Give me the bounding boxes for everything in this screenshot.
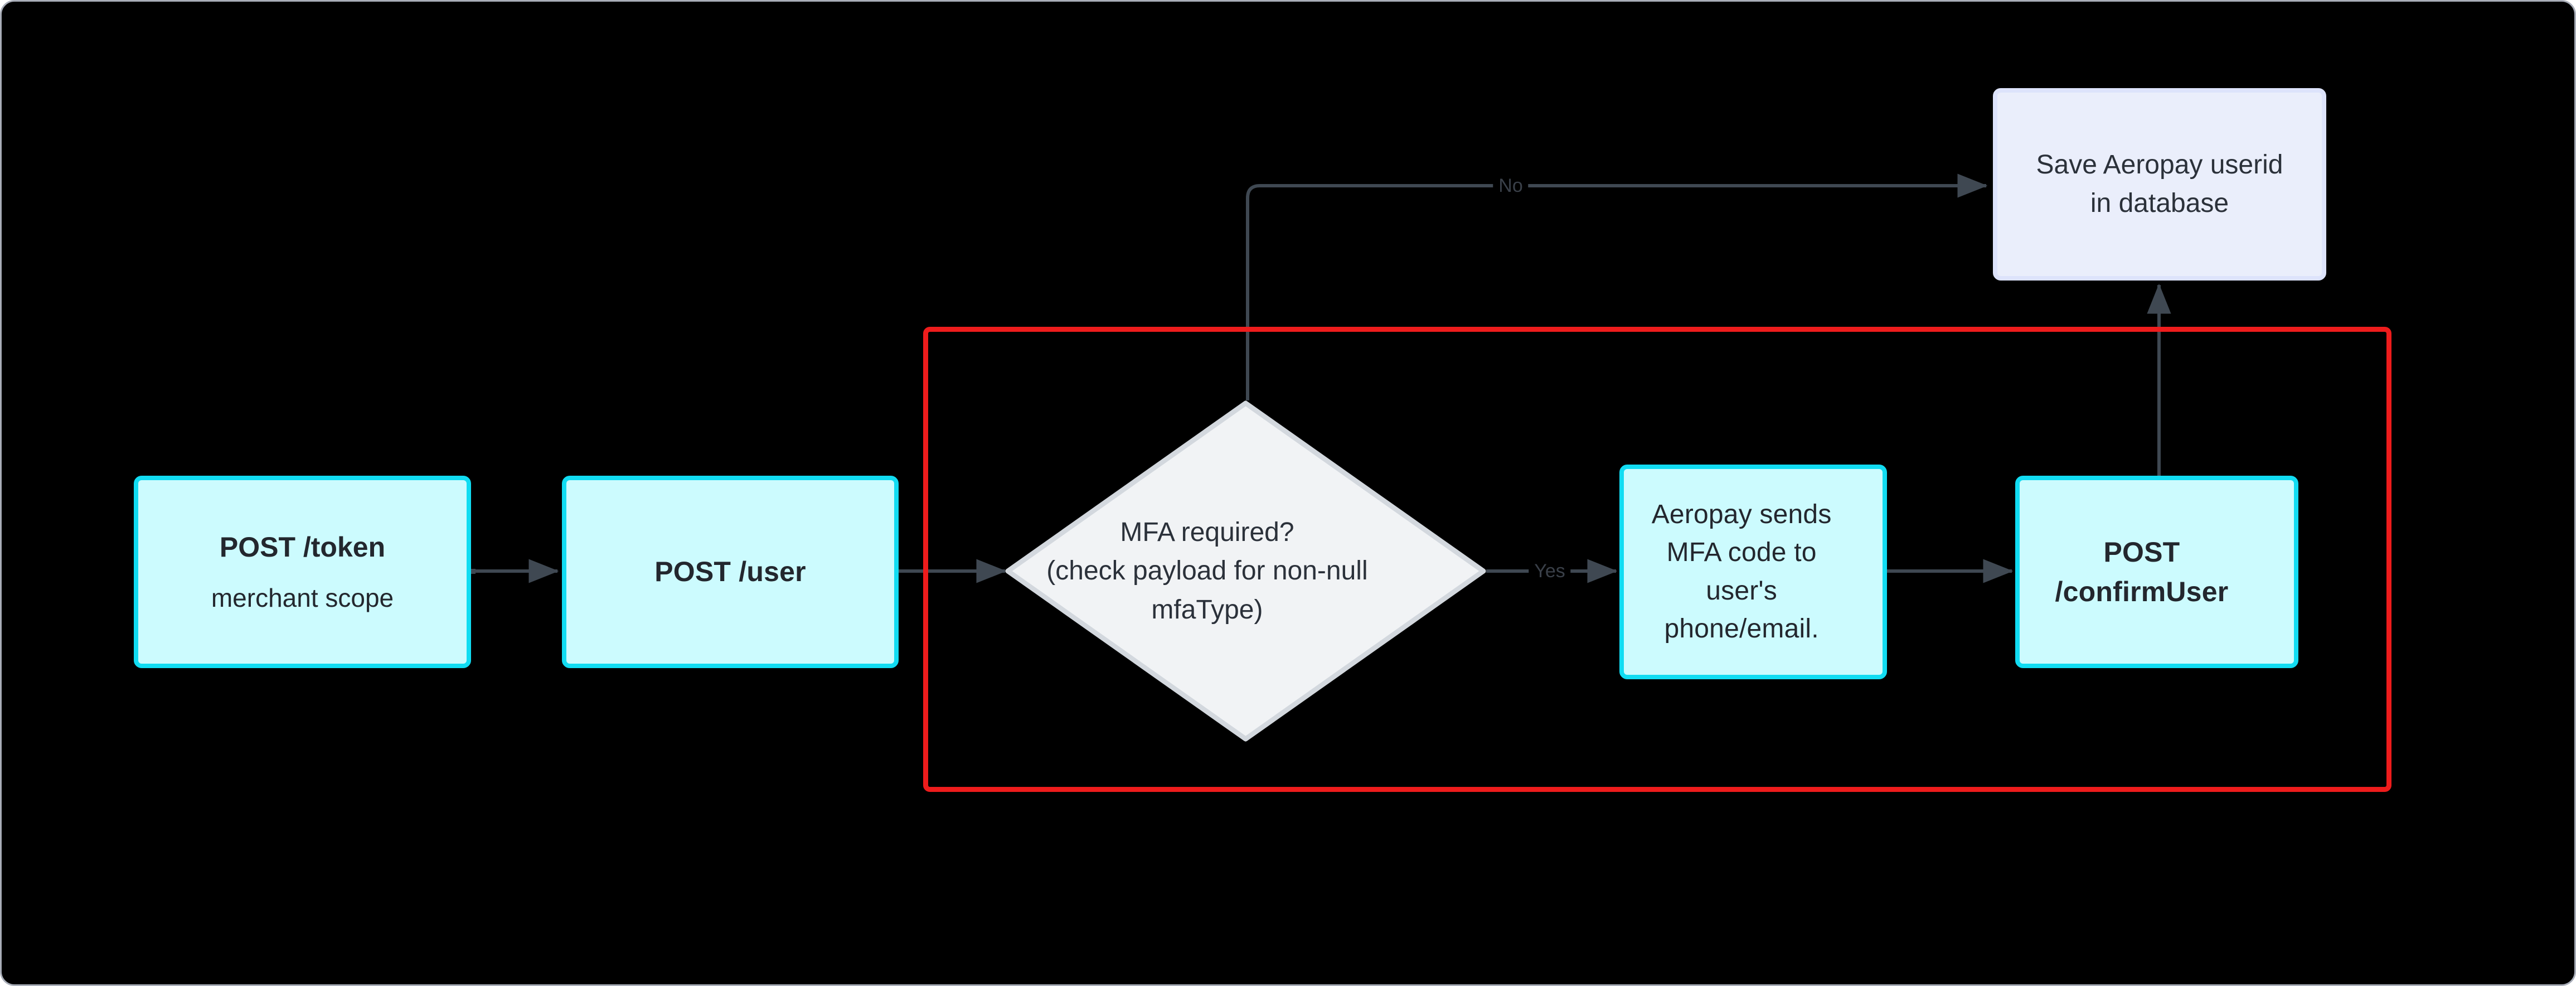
node-mfa-decision[interactable]: MFA required? (check payload for non-nul… [1005, 400, 1486, 742]
edge-token-to-user [470, 559, 559, 583]
node-post-token-title: POST /token [219, 531, 386, 563]
node-aeropay-sends-code-label: Aeropay sends MFA code to user's phone/e… [1651, 500, 1832, 644]
node-save-userid[interactable]: Save Aeropay userid in database [1993, 88, 2326, 281]
node-post-user[interactable]: POST /user [562, 476, 899, 668]
node-post-token[interactable]: POST /token merchant scope [134, 476, 471, 668]
node-aeropay-sends-code[interactable]: Aeropay sends MFA code to user's phone/e… [1619, 465, 1887, 679]
node-post-confirm-user[interactable]: POST /confirmUser [2015, 476, 2298, 668]
node-save-userid-label: Save Aeropay userid in database [2036, 150, 2283, 218]
node-mfa-decision-label: MFA required? (check payload for non-nul… [1046, 517, 1368, 625]
edge-label-no: No [1493, 176, 1529, 195]
node-post-confirm-user-label: POST /confirmUser [2055, 536, 2229, 607]
mfa-highlight-group [923, 327, 2391, 792]
edge-label-yes: Yes [1529, 562, 1571, 581]
node-post-user-label: POST /user [654, 556, 806, 587]
decision-diamond-shape [1005, 400, 1486, 742]
node-post-token-subtitle: merchant scope [211, 583, 394, 612]
